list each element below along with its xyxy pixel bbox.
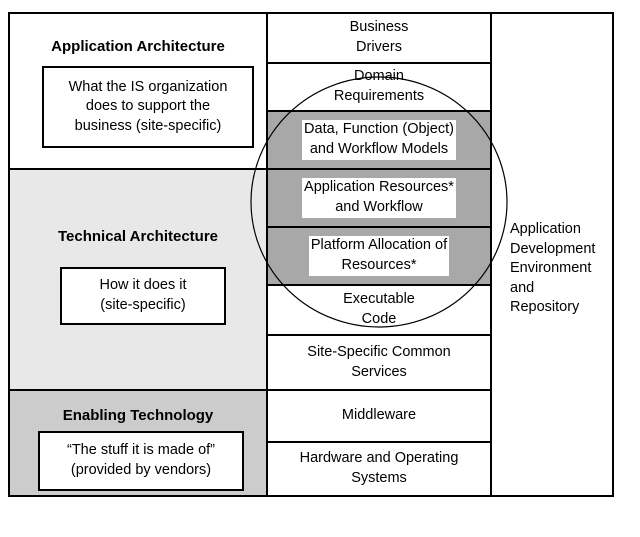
layer-platform-allocation: Platform Allocation of Resources* [266, 226, 492, 286]
development-environment-label: Application Development Environment and … [510, 221, 596, 316]
enabling-technology-title: Enabling Technology [62, 407, 214, 424]
application-architecture-title: Application Architecture [51, 38, 225, 55]
enabling-technology-box: “The stuff it is made of” (provided by v… [38, 431, 244, 491]
technical-architecture-box: How it does it (site-specific) [60, 267, 226, 325]
scope-circle-outline [250, 76, 508, 328]
layer-data-function-workflow-models: Data, Function (Object) and Workflow Mod… [266, 110, 492, 170]
layer-hardware-operating-systems: Hardware and Operating Systems [266, 441, 492, 497]
technical-architecture-title: Technical Architecture [57, 228, 219, 245]
development-environment-column: Application Development Environment and … [490, 12, 614, 497]
application-architecture-section: Application Architecture What the IS org… [8, 12, 268, 170]
layer-application-resources: Application Resources* and Workflow [266, 168, 492, 228]
layer-application-resources-label: Application Resources* and Workflow [302, 178, 456, 218]
layer-data-function-workflow-models-label: Data, Function (Object) and Workflow Mod… [302, 120, 456, 160]
application-architecture-box: What the IS organization does to support… [42, 66, 254, 148]
enabling-technology-section: Enabling Technology “The stuff it is mad… [8, 389, 268, 497]
layer-platform-allocation-label: Platform Allocation of Resources* [308, 236, 450, 276]
